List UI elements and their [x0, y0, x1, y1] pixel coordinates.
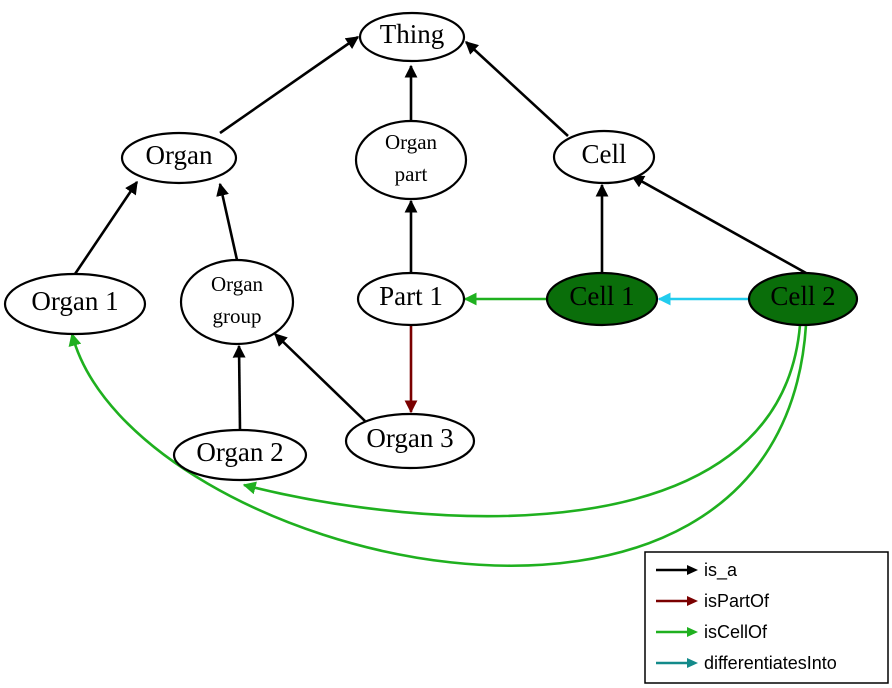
node-organ: Organ: [120, 131, 238, 185]
node-cell1-shape: [545, 271, 659, 327]
node-organ1-label: Organ 1: [31, 286, 118, 316]
edges-layer: [68, 35, 808, 567]
node-cell2-label: Cell 2: [770, 281, 835, 311]
node-organ-group-shape: [179, 258, 295, 346]
node-organ-group: Organ group: [179, 258, 295, 346]
node-part1: Part 1: [356, 271, 466, 327]
node-cell-label: Cell: [582, 139, 627, 169]
legend-label-is_a: is_a: [704, 560, 738, 581]
legend-arrow-icon: [687, 596, 698, 606]
edge-is_a-cell-to-thing: [465, 41, 569, 137]
legend-label-iscellof: isCellOf: [704, 622, 768, 642]
node-organ-group-label: Organ: [211, 272, 264, 296]
node-organ-part-label: Organ: [385, 130, 438, 154]
node-part1-shape: [356, 271, 466, 327]
legend-arrow-icon: [687, 565, 698, 575]
node-thing-shape: [358, 11, 466, 63]
node-organ3-shape: [344, 412, 476, 470]
node-cell1: Cell 1: [545, 271, 659, 327]
legend-box: [644, 551, 889, 684]
node-organ-part-label: part: [395, 162, 428, 186]
node-organ3-label: Organ 3: [366, 423, 453, 453]
edge-iscellof-cell2-to-organ1: [68, 324, 808, 567]
node-thing: Thing: [358, 11, 466, 63]
edge-iscellof-cell2-to-organ2: [242, 324, 802, 518]
node-organ3: Organ 3: [344, 412, 476, 470]
edge-is_a-organ-group-to-organ: [216, 182, 239, 261]
node-organ-part-shape: [354, 119, 468, 201]
node-part1-label: Part 1: [379, 281, 443, 311]
node-organ2-shape: [172, 428, 308, 482]
legend-arrow-icon: [687, 658, 698, 668]
edge-is_a-cell2-to-cell: [630, 174, 807, 275]
node-organ-label: Organ: [146, 140, 213, 170]
node-organ-group-label: group: [213, 304, 262, 328]
node-cell1-label: Cell 1: [569, 281, 634, 311]
legend: is_a isPartOf isCellOf differentiatesInto: [644, 551, 889, 684]
node-organ2-label: Organ 2: [196, 437, 283, 467]
legend-arrow-icon: [687, 627, 698, 637]
edge-is_a-organ3-to-organ-group: [274, 333, 366, 422]
node-organ-part: Organ part: [354, 119, 468, 201]
node-organ1-shape: [3, 272, 147, 336]
node-organ1: Organ 1: [3, 272, 147, 336]
node-cell: Cell: [552, 129, 656, 185]
node-thing-label: Thing: [380, 19, 445, 49]
edge-is_a-organ1-to-organ: [73, 180, 139, 275]
edge-is_a-organ2-to-organ-group: [232, 344, 246, 431]
legend-label-differentiatesinto: differentiatesInto: [704, 653, 837, 673]
node-cell2-shape: [747, 271, 859, 327]
node-organ2: Organ 2: [172, 428, 308, 482]
node-cell-shape: [552, 129, 656, 185]
node-cell2: Cell 2: [747, 271, 859, 327]
node-organ-shape: [120, 131, 238, 185]
legend-label-ispartof: isPartOf: [704, 591, 770, 611]
edge-is_a-organ-to-thing: [219, 35, 360, 135]
